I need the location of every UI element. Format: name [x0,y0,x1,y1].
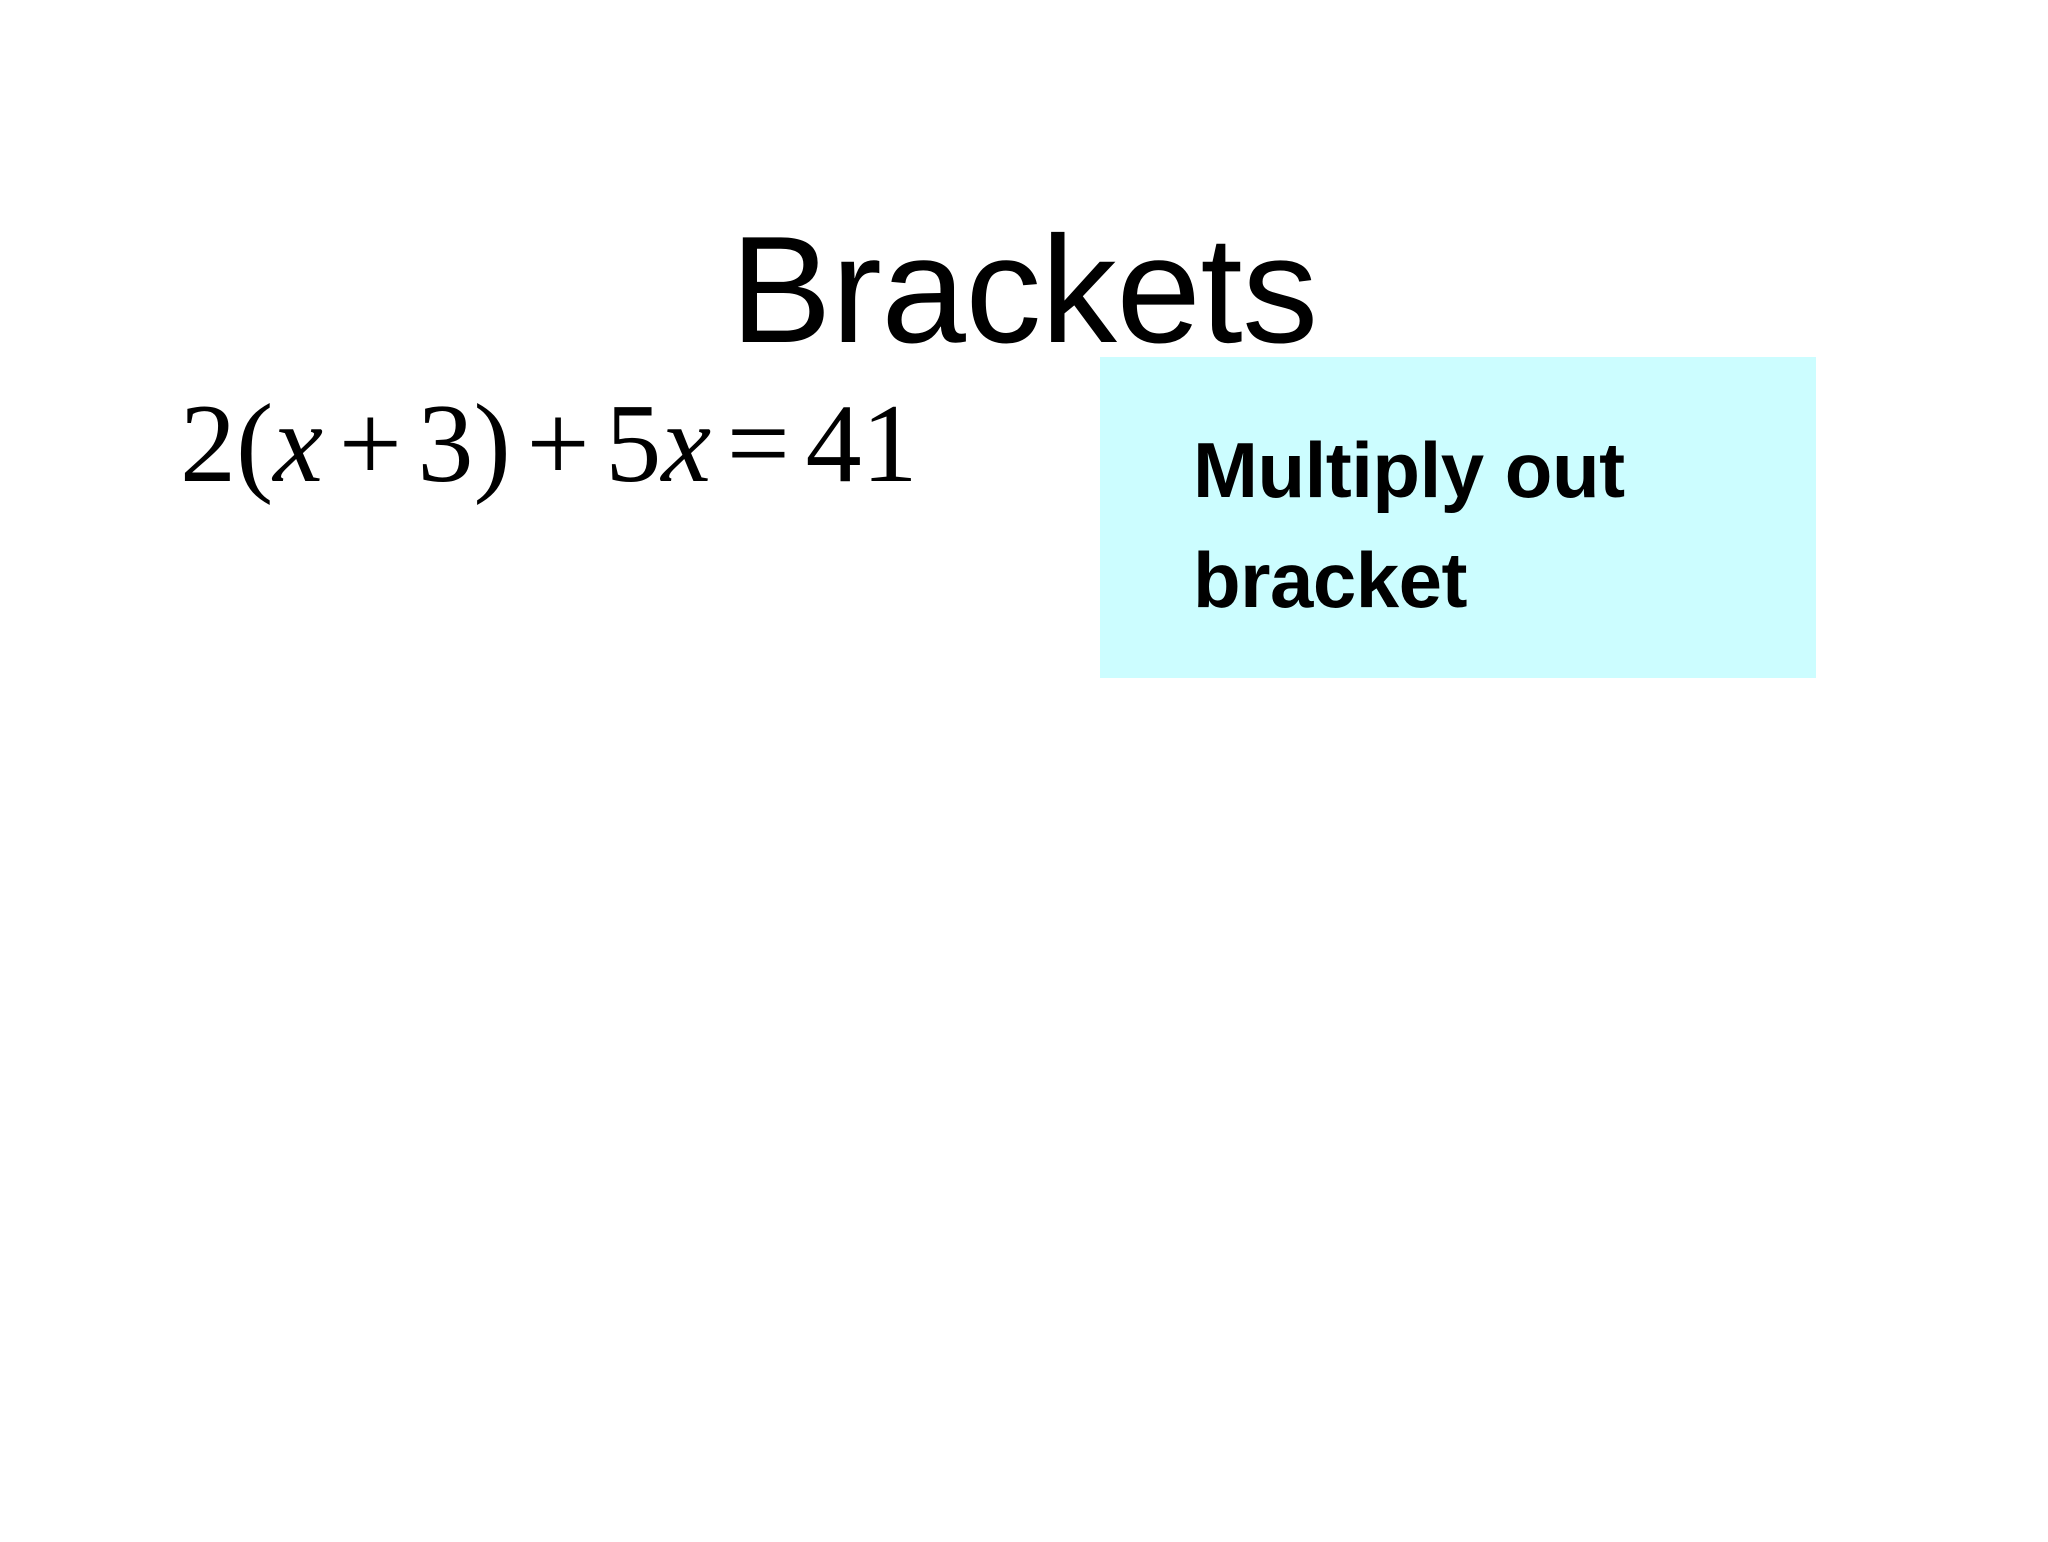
callout-box: Multiply out bracket [1100,357,1816,678]
equation-variable-1: x [273,382,324,506]
equation-coefficient-2: 5 [605,382,662,506]
callout-text: Multiply out bracket [1193,426,1625,624]
equation-plus-2: + [526,382,590,506]
equation-open-paren: ( [236,382,274,506]
equation-close-paren: ) [473,382,511,506]
equation-constant-inside: 3 [417,382,474,506]
equation-plus-1: + [338,382,402,506]
equation-variable-2: x [661,382,712,506]
page-title: Brackets [730,204,1318,375]
equation-result: 41 [805,382,918,506]
equation-coefficient: 2 [180,382,236,506]
equation-expression: 2(x+3)+5x=41 [180,388,918,500]
equation-equals-sign: = [726,382,790,506]
